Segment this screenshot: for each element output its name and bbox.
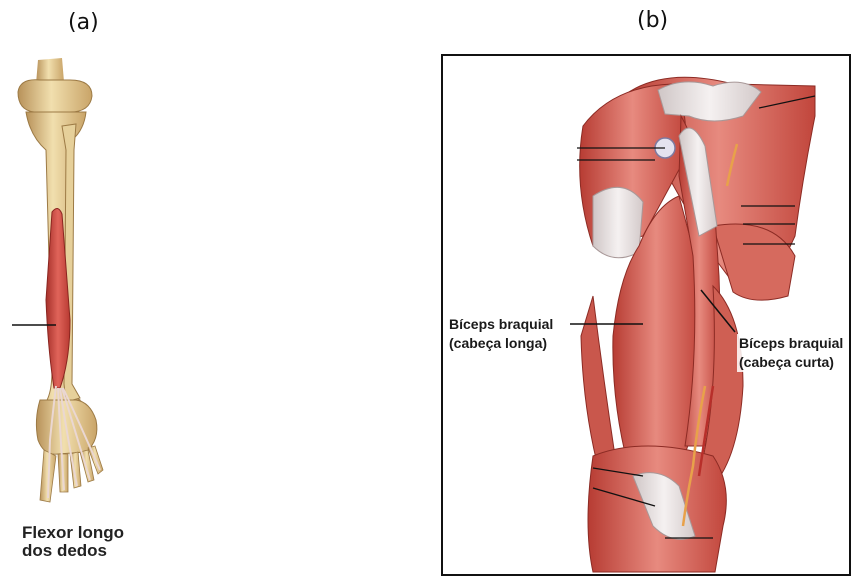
- callout-short-line-2: (cabeça curta): [739, 353, 843, 372]
- caption-line-2: dos dedos: [22, 542, 124, 560]
- femur-end: [18, 58, 92, 112]
- panel-label-b: (b): [637, 8, 668, 33]
- caption-flexor-longo-dos-dedos: Flexor longo dos dedos: [22, 524, 124, 560]
- caption-line-1: Flexor longo: [22, 524, 124, 542]
- callout-short-line-1: Bíceps braquial: [739, 334, 843, 353]
- callout-biceps-long-head: Bíceps braquial (cabeça longa): [447, 315, 555, 353]
- callout-long-line-2: (cabeça longa): [449, 334, 553, 353]
- callout-biceps-short-head: Bíceps braquial (cabeça curta): [737, 334, 845, 372]
- elbow-region: [588, 446, 726, 572]
- callout-long-line-1: Bíceps braquial: [449, 315, 553, 334]
- leg-illustration: [0, 0, 260, 579]
